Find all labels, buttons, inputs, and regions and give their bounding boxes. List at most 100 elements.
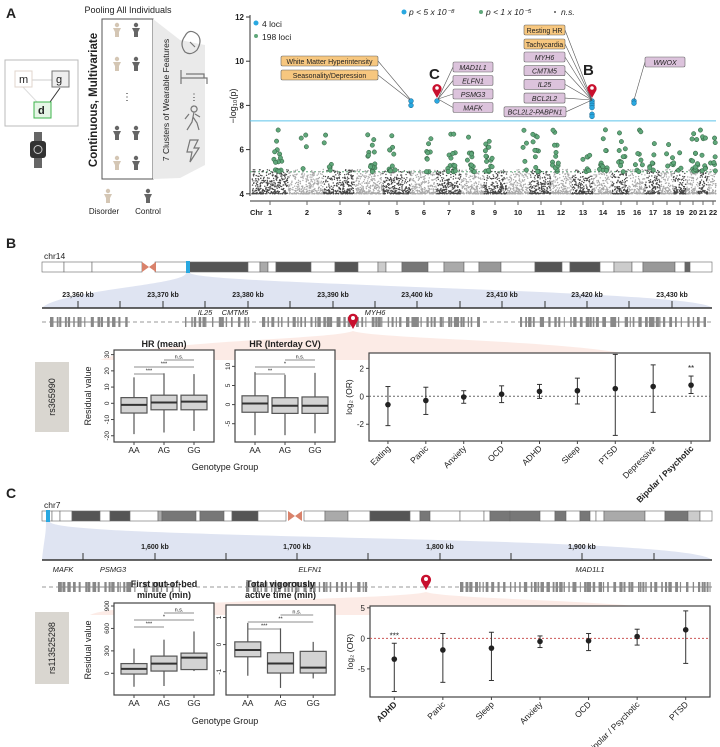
watch-dial	[33, 145, 43, 154]
exon	[202, 317, 206, 327]
ns-point	[351, 192, 354, 195]
node-m-label: m	[19, 74, 28, 86]
ns-point	[707, 181, 709, 184]
ns-point	[438, 172, 440, 174]
ns-point	[442, 177, 445, 179]
ns-point	[562, 168, 564, 171]
ns-point	[506, 191, 509, 193]
ns-point	[284, 182, 286, 184]
ns-point	[617, 185, 619, 188]
ns-point	[379, 174, 382, 176]
highlighted-region	[46, 510, 50, 522]
ns-point	[501, 185, 503, 187]
ns-point	[452, 175, 455, 178]
exon	[362, 582, 364, 592]
ns-point	[471, 193, 473, 195]
ns-point	[317, 173, 320, 175]
ns-point	[260, 187, 262, 190]
chromosome-band	[569, 261, 601, 273]
suggestive-point	[368, 164, 373, 170]
ns-point	[429, 193, 431, 195]
ns-point	[615, 186, 617, 188]
ns-point	[549, 175, 551, 178]
ns-point	[441, 191, 444, 193]
ns-point	[679, 192, 682, 195]
ns-point	[505, 193, 507, 195]
x-axis-label: Genotype Group	[192, 716, 259, 726]
ns-point	[548, 174, 551, 176]
leader-line	[377, 74, 411, 101]
ns-point	[491, 191, 494, 193]
ns-point	[371, 191, 373, 194]
ns-point	[294, 177, 296, 180]
ns-point	[696, 177, 699, 179]
ns-point	[493, 187, 496, 189]
ns-point	[542, 182, 544, 185]
ns-point	[644, 186, 646, 188]
ns-point	[418, 171, 420, 174]
ns-point	[561, 183, 563, 185]
suggestive-point	[533, 164, 539, 170]
ns-point	[495, 172, 498, 175]
ns-point	[424, 188, 426, 191]
ns-point	[519, 185, 521, 187]
ns-point	[710, 187, 712, 189]
ns-point	[358, 183, 360, 185]
ns-point	[574, 183, 577, 185]
ns-point	[419, 172, 421, 174]
ns-point	[510, 178, 513, 180]
suggestive-point	[426, 141, 432, 147]
ns-point	[602, 182, 604, 185]
exon	[552, 582, 555, 592]
ns-point	[708, 187, 711, 189]
ns-point	[539, 181, 542, 184]
ns-point	[287, 169, 289, 171]
ns-point	[599, 186, 601, 189]
ns-point	[435, 185, 437, 188]
ns-point	[514, 191, 516, 194]
ns-point	[322, 191, 325, 193]
suggestive-point	[450, 150, 456, 156]
ns-point	[663, 185, 665, 187]
ns-point	[401, 186, 403, 188]
ns-point	[451, 188, 454, 190]
ns-point	[542, 189, 544, 191]
ns-point	[404, 180, 406, 183]
exon	[592, 582, 596, 592]
ns-point	[459, 173, 462, 176]
ns-point	[346, 173, 348, 175]
chromosome-band	[427, 261, 445, 273]
ns-point	[278, 179, 281, 182]
suggestive-point	[689, 136, 695, 142]
ns-point	[252, 187, 254, 190]
exon	[59, 317, 62, 327]
ns-point	[632, 174, 634, 177]
exon	[519, 582, 521, 592]
ns-point	[652, 180, 655, 182]
ns-point	[666, 179, 669, 181]
exon	[586, 582, 590, 592]
ns-point	[548, 193, 551, 195]
exon	[420, 317, 422, 327]
exon	[525, 317, 527, 327]
ns-point	[395, 192, 397, 195]
exon	[77, 317, 80, 327]
ns-point	[442, 185, 445, 187]
exon	[439, 317, 443, 327]
ns-point	[552, 181, 554, 183]
ns-point	[642, 170, 645, 172]
ns-point	[254, 180, 256, 182]
ns-point	[529, 186, 531, 188]
chromosome-band	[483, 510, 491, 522]
ns-point	[387, 189, 390, 192]
ns-point	[470, 184, 473, 186]
ns-point	[255, 182, 258, 184]
ns-point	[385, 176, 387, 179]
gene-name: MYH6	[365, 308, 387, 317]
ns-point	[637, 175, 640, 178]
ns-point	[579, 186, 581, 188]
ns-point	[257, 184, 259, 186]
ns-point	[701, 188, 704, 190]
ns-point	[274, 184, 276, 187]
ns-point	[269, 192, 271, 195]
